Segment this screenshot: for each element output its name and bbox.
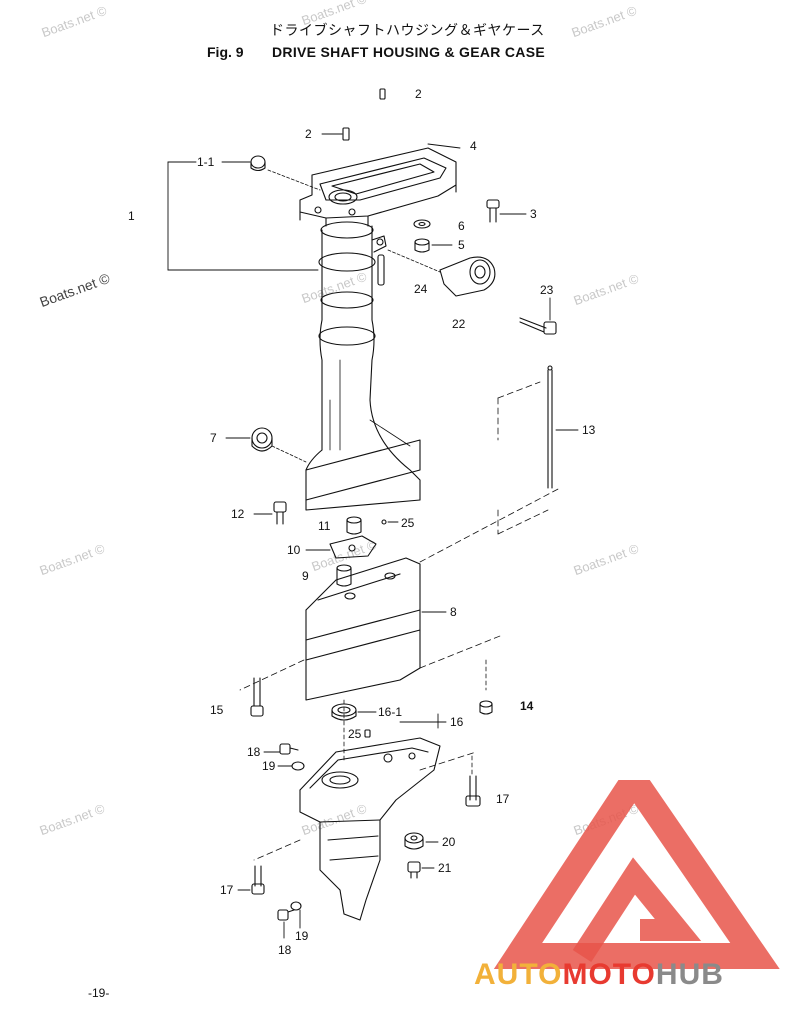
- bolt-part: [273, 501, 287, 525]
- dowel-part: [377, 254, 385, 286]
- callout-10: 10: [287, 543, 301, 557]
- nut-part: [414, 238, 430, 253]
- bolt-part: [277, 909, 295, 921]
- automotohub-logo-text: AUTOMOTOHUB: [474, 958, 724, 991]
- gear-case-part: [299, 737, 441, 921]
- callout-9: 9: [302, 569, 309, 583]
- sleeve-part: [336, 564, 352, 587]
- drive-shaft-housing-part: [305, 221, 421, 511]
- callout-7: 7: [210, 431, 217, 445]
- callout-18: 18: [278, 943, 292, 957]
- callout-6: 6: [458, 219, 465, 233]
- callout-14: 14: [520, 699, 534, 713]
- seal-part: [251, 427, 273, 452]
- bushing-part: [346, 516, 362, 535]
- callout-19: 19: [262, 759, 276, 773]
- mount-plate-part: [299, 147, 457, 227]
- callout-5: 5: [458, 238, 465, 252]
- callout-18: 18: [247, 745, 261, 759]
- washer-part: [291, 761, 305, 771]
- rod-part: [547, 365, 553, 489]
- pin-part: [364, 729, 371, 738]
- nut-part: [479, 700, 493, 715]
- callout-20: 20: [442, 835, 456, 849]
- figure-number: Fig. 9: [207, 44, 244, 60]
- callout-8: 8: [450, 605, 457, 619]
- pin-part: [381, 519, 387, 525]
- extension-case-part: [305, 557, 421, 701]
- bolt-part: [519, 317, 557, 335]
- pin-part: [342, 127, 350, 141]
- callout-25: 25: [401, 516, 415, 530]
- callout-12: 12: [231, 507, 245, 521]
- bolt-part: [251, 865, 265, 895]
- callout-25: 25: [348, 727, 362, 741]
- callout-21: 21: [438, 861, 452, 875]
- bolt-part: [465, 775, 481, 807]
- callout-17: 17: [220, 883, 234, 897]
- bolt-part: [407, 861, 421, 879]
- plate-part: [329, 535, 377, 559]
- grommet-part: [250, 155, 266, 169]
- spacer-part: [404, 832, 424, 850]
- callout-22: 22: [452, 317, 466, 331]
- callout-16: 16: [450, 715, 464, 729]
- japanese-title: ドライブシャフトハウジング＆ギヤケース: [270, 23, 545, 39]
- callout-19: 19: [295, 929, 309, 943]
- pin-part: [379, 88, 386, 100]
- callout-labels: 2 2 1-1 1 4 6 3 5 24 23 22 13 7 12 11 25…: [128, 87, 596, 957]
- callout-16-1: 16-1: [378, 705, 402, 719]
- washer-part: [290, 901, 302, 911]
- bolt-part: [486, 199, 500, 223]
- callout-17: 17: [496, 792, 510, 806]
- bolt-part: [250, 677, 264, 717]
- automotohub-logo-icon: [493, 780, 780, 969]
- callout-1: 1: [128, 209, 135, 223]
- callout-11: 11: [318, 519, 331, 533]
- callout-4: 4: [470, 139, 477, 153]
- callout-2: 2: [415, 87, 422, 101]
- page-number: -19-: [88, 986, 110, 1000]
- washer-part: [413, 219, 431, 229]
- callout-3: 3: [530, 207, 537, 221]
- callout-1-1: 1-1: [197, 155, 215, 169]
- clamp-part: [439, 256, 496, 297]
- callout-15: 15: [210, 703, 224, 717]
- callout-24: 24: [414, 282, 428, 296]
- diagram-title: DRIVE SHAFT HOUSING & GEAR CASE: [272, 44, 545, 60]
- bolt-part: [279, 743, 299, 755]
- callout-2: 2: [305, 127, 312, 141]
- callout-13: 13: [582, 423, 596, 437]
- callout-23: 23: [540, 283, 554, 297]
